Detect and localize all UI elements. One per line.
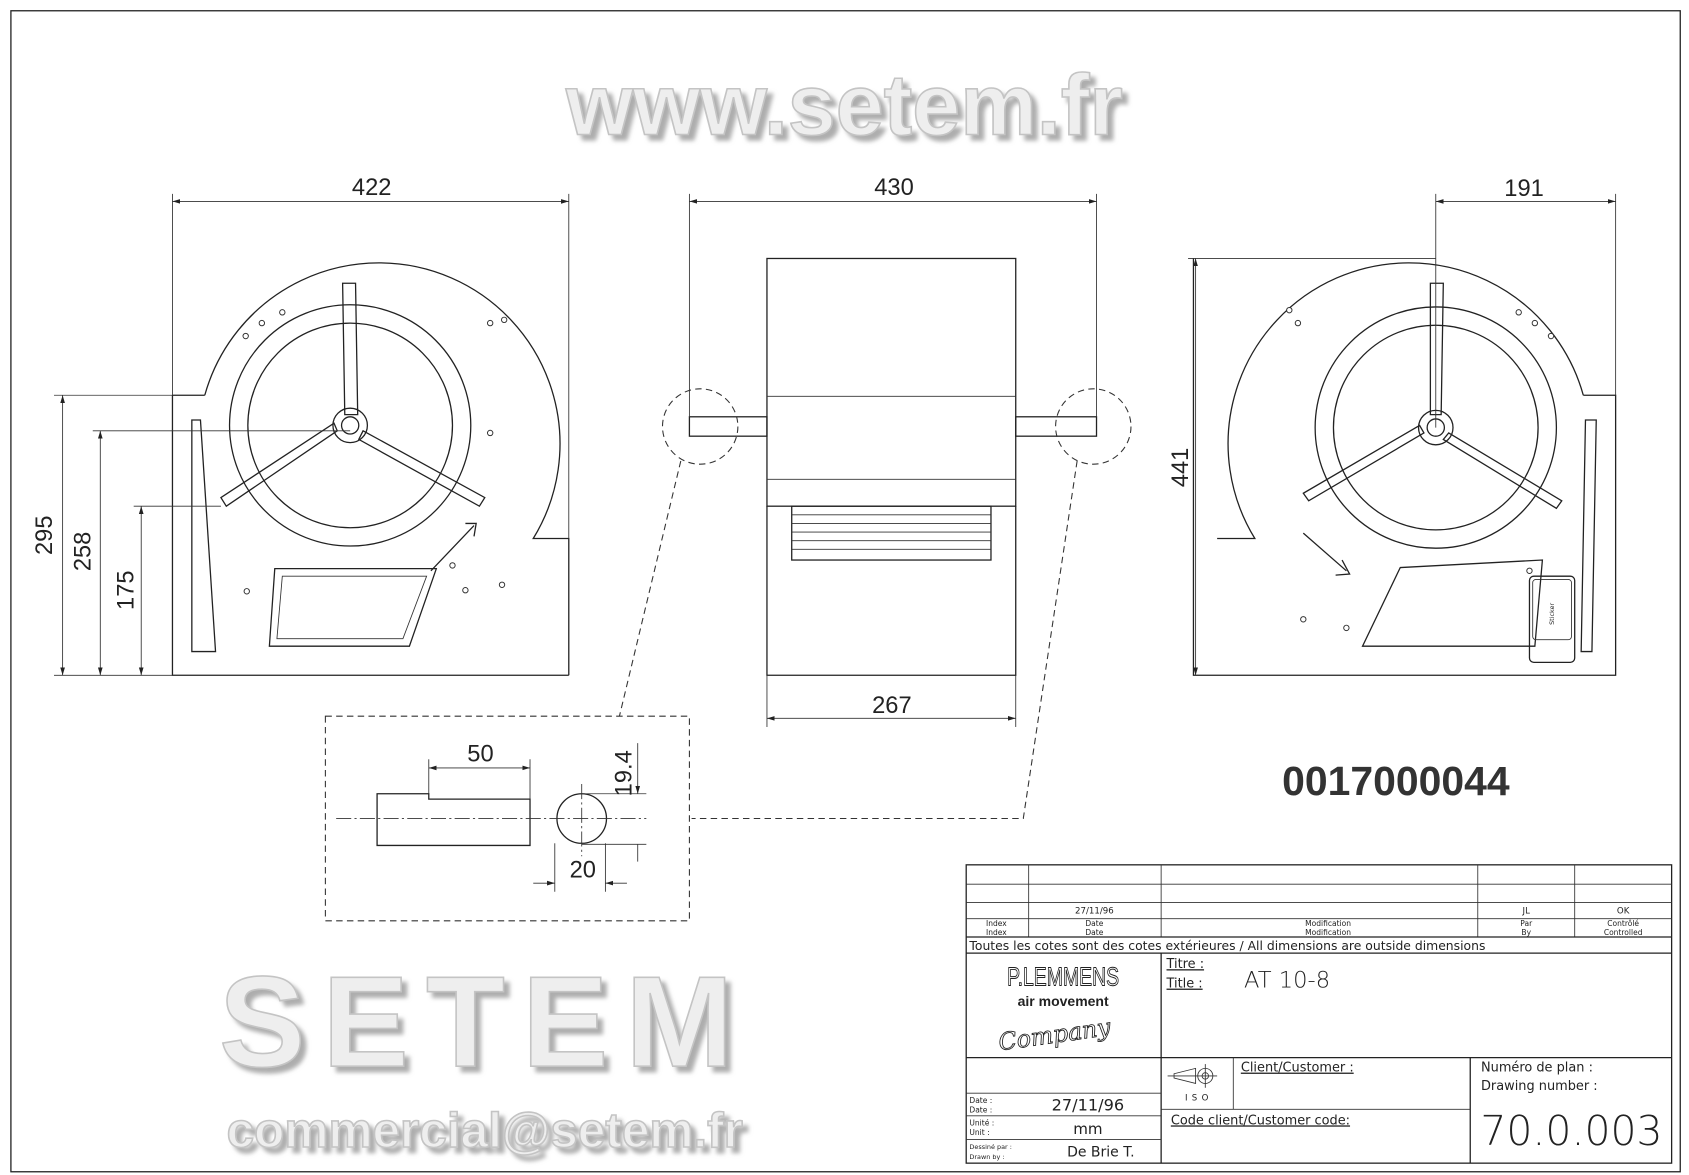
dim-bottom-width: 267 (872, 693, 912, 719)
detail-callout-right (1055, 388, 1132, 465)
company-logo-line3: Company (997, 1013, 1113, 1057)
header-modification-en: Modification (1305, 928, 1351, 937)
company-logo-line1: P.LEMMENS (1007, 963, 1119, 991)
header-by-en: By (1521, 928, 1531, 937)
header-modification-fr: Modification (1305, 919, 1351, 928)
dim-middle-width: 430 (874, 175, 914, 201)
header-controlled-fr: Contrôlé (1607, 919, 1639, 928)
drawn-by-label-fr: Dessiné par : (969, 1143, 1012, 1151)
watermark-url: www.setem.fr (565, 58, 1123, 154)
dim-key-width: 20 (570, 858, 596, 884)
header-index-fr: Index (986, 919, 1007, 928)
drawing-number-label-en: Drawing number : (1481, 1079, 1598, 1094)
dimensions-note: Toutes les cotes sont des cotes extérieu… (968, 939, 1485, 953)
watermark: www.setem.fr SETEM commercial@setem.fr (218, 57, 1123, 1159)
dim-right-height: 441 (1168, 448, 1194, 488)
date-label-en: Date : (969, 1106, 992, 1115)
drawn-by-label-en: Drawn by : (969, 1153, 1004, 1161)
watermark-email: commercial@setem.fr (227, 1103, 743, 1158)
date-label-fr: Date : (969, 1096, 992, 1105)
left-side-view (171, 262, 570, 676)
drawing-number-label-fr: Numéro de plan : (1481, 1061, 1593, 1076)
header-controlled-en: Controlled (1604, 928, 1643, 937)
shaft-detail (324, 715, 690, 922)
dim-left-width: 422 (352, 175, 392, 201)
dim-height-295: 295 (32, 516, 58, 556)
unit-value: mm (1073, 1120, 1102, 1138)
revision-by: JL (1522, 906, 1531, 916)
iso-label: ISO (1185, 1094, 1213, 1104)
revision-date: 27/11/96 (1075, 906, 1114, 916)
right-side-view: Sticker (1192, 258, 1617, 676)
company-logo-line2: air movement (1018, 993, 1109, 1009)
front-view (618, 257, 1132, 820)
drawing-frame (10, 10, 1681, 1173)
dim-shaft-length: 50 (467, 741, 493, 767)
dim-right-width: 191 (1504, 176, 1544, 202)
title-block (965, 864, 1673, 1164)
client-label: Client/Customer : (1241, 1061, 1354, 1076)
dim-height-175: 175 (114, 570, 140, 610)
part-number: 0017000044 (1282, 758, 1510, 804)
unit-label-en: Unit : (969, 1128, 989, 1137)
dim-shaft-diameter: 19.4 (611, 750, 637, 796)
header-by-fr: Par (1520, 919, 1533, 928)
title-label-en: Title : (1166, 977, 1203, 992)
revision-controlled: OK (1617, 906, 1630, 916)
watermark-brand: SETEM (219, 950, 750, 1094)
sticker-label: Sticker (1548, 602, 1556, 624)
drawing-title: AT 10-8 (1244, 968, 1330, 994)
customer-code-label: Code client/Customer code: (1171, 1113, 1350, 1128)
header-index-en: Index (986, 928, 1007, 937)
dimension-lines (53, 193, 1617, 892)
iso-projection-icon (1167, 1064, 1218, 1088)
title-label-fr: Titre : (1166, 957, 1205, 972)
unit-label-fr: Unité : (969, 1118, 994, 1127)
dim-height-258: 258 (71, 532, 97, 572)
drawing-number: 70.0.003 (1480, 1107, 1662, 1155)
date-value: 27/11/96 (1052, 1095, 1125, 1114)
drawn-by-value: De Brie T. (1067, 1145, 1134, 1161)
header-date-en: Date (1085, 928, 1103, 937)
header-date-fr: Date (1085, 919, 1103, 928)
detail-callout-left (661, 388, 739, 465)
